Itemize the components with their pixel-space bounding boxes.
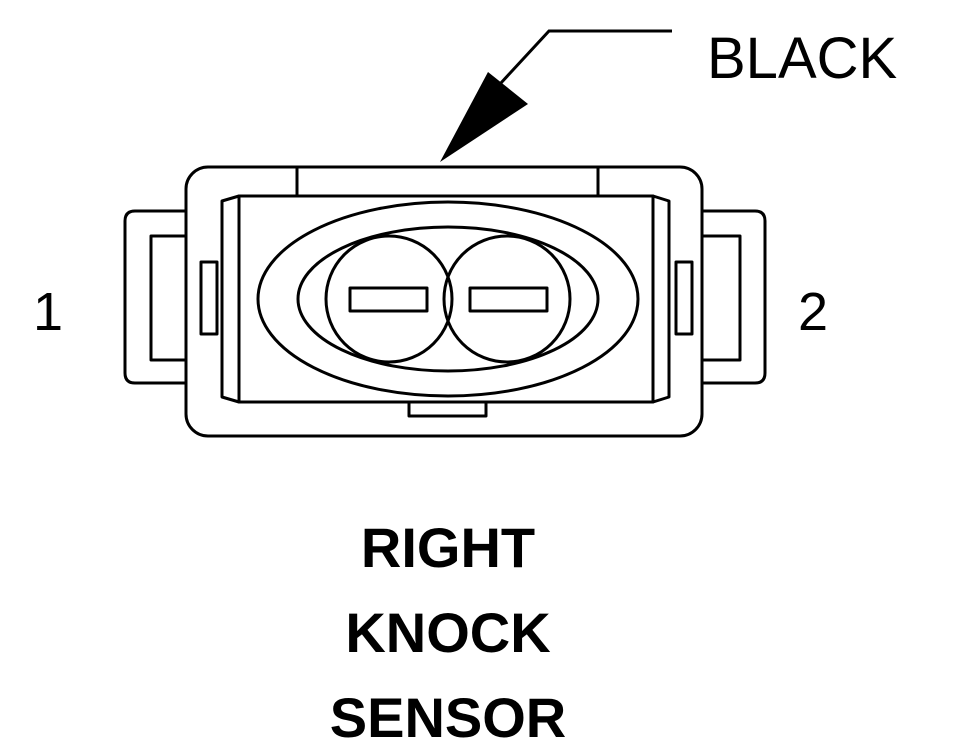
color-callout-leader [498, 29, 672, 86]
pin-2-label: 2 [798, 282, 828, 342]
right-latch-tab [702, 209, 767, 385]
caption-line-1: RIGHT [361, 516, 535, 579]
connector-body [123, 165, 767, 438]
callout-arrowhead [440, 72, 528, 162]
terminal-blade-1 [348, 286, 429, 313]
left-side-slot [199, 260, 219, 336]
outer-seal-ring [256, 200, 640, 398]
left-latch-tab-inner [149, 234, 186, 362]
connector-housing [184, 165, 704, 438]
callout-leader-line [498, 29, 672, 86]
right-side-slot [674, 260, 694, 336]
left-side-rail [220, 194, 240, 404]
inner-seal-ring [296, 225, 600, 373]
terminal-cavity-2 [442, 234, 572, 364]
right-side-rail [652, 194, 671, 404]
right-latch-tab-inner [702, 234, 742, 362]
caption-line-3: SENSOR [330, 686, 567, 749]
caption-line-2: KNOCK [345, 601, 550, 664]
pin-1-label: 1 [33, 282, 63, 342]
color-callout-label: BLACK [707, 26, 898, 91]
bottom-key [407, 400, 488, 418]
terminal-cavity-1 [324, 234, 454, 364]
left-latch-tab [123, 209, 186, 385]
terminal-blade-2 [468, 286, 549, 313]
